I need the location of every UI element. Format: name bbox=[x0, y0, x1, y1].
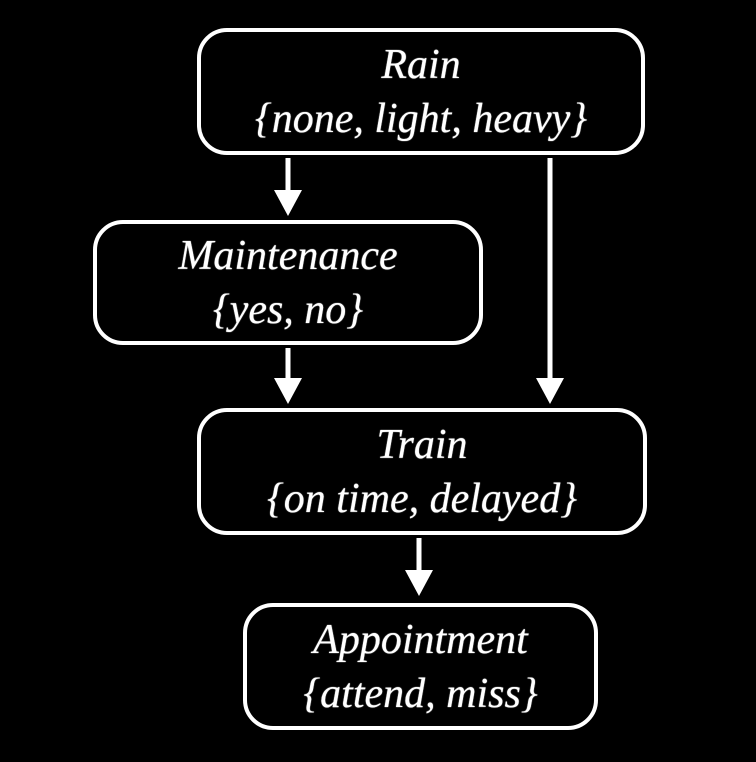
node-rain-domain: {none, light, heavy} bbox=[254, 95, 588, 142]
node-maintenance-label: Maintenance bbox=[178, 232, 398, 279]
node-appointment-label: Appointment bbox=[313, 616, 528, 663]
edge-maintenance-to-train-arrow bbox=[274, 348, 302, 404]
edge-train-to-appointment-arrow bbox=[405, 538, 433, 596]
node-maintenance-domain: {yes, no} bbox=[212, 286, 364, 333]
node-train-label: Train bbox=[376, 421, 468, 468]
node-appointment: Appointment {attend, miss} bbox=[243, 603, 598, 730]
node-train-domain: {on time, delayed} bbox=[267, 475, 577, 522]
node-appointment-domain: {attend, miss} bbox=[303, 670, 538, 717]
edge-rain-to-maintenance-arrow bbox=[274, 158, 302, 216]
node-maintenance: Maintenance {yes, no} bbox=[93, 220, 483, 345]
edge-rain-to-train-arrow bbox=[536, 158, 564, 404]
node-train: Train {on time, delayed} bbox=[197, 408, 647, 535]
node-rain: Rain {none, light, heavy} bbox=[197, 28, 645, 155]
node-rain-label: Rain bbox=[381, 41, 461, 88]
